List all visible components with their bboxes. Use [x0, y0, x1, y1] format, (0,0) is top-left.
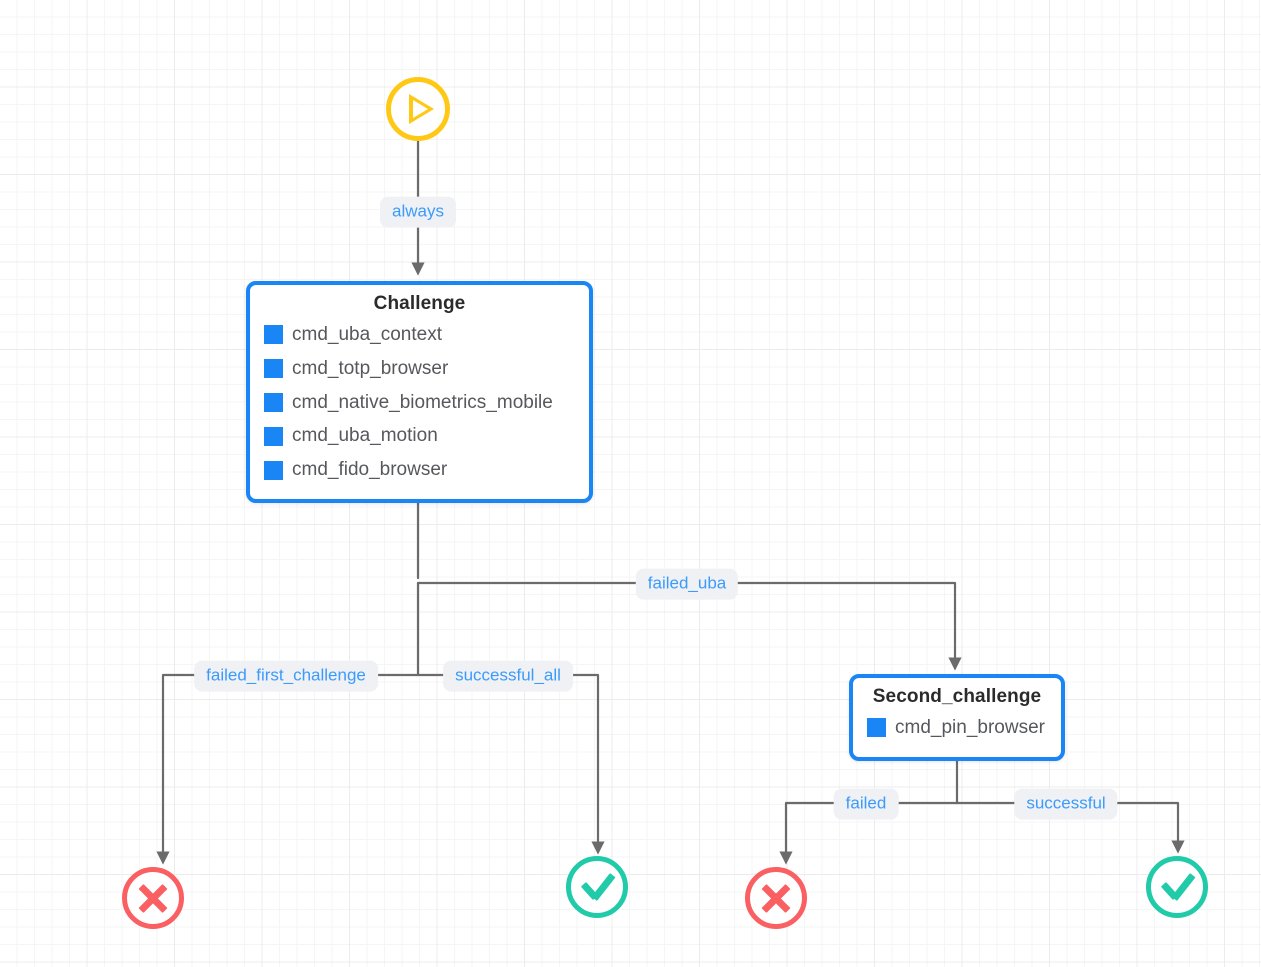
edge-label-always[interactable]: always: [380, 196, 456, 228]
node-challenge-item-label: cmd_uba_motion: [292, 425, 438, 447]
node-challenge-title: Challenge: [373, 293, 466, 314]
node-challenge-item-label: cmd_uba_context: [292, 324, 442, 345]
circle-x-icon: [137, 882, 169, 914]
node-challenge-item-4[interactable]: cmd_fido_browser: [264, 453, 575, 487]
node-challenge-item-label: cmd_native_biometrics_mobile: [292, 391, 553, 413]
node-second-challenge-item-0[interactable]: cmd_pin_browser: [867, 711, 1047, 745]
edge-label-failed-uba[interactable]: failed_uba: [635, 568, 739, 600]
start-node[interactable]: [386, 77, 450, 141]
edge-label-failed[interactable]: failed: [833, 788, 899, 820]
node-challenge-item-3[interactable]: cmd_uba_motion: [264, 419, 575, 453]
command-swatch-icon: [264, 460, 283, 480]
play-icon-inner: [412, 100, 428, 118]
success-terminal-all[interactable]: [566, 856, 628, 918]
node-challenge-item-1[interactable]: cmd_totp_browser: [264, 352, 575, 386]
failure-terminal-first-challenge[interactable]: [122, 867, 184, 929]
node-second-challenge-item-label: cmd_pin_browser: [895, 717, 1045, 738]
command-swatch-icon: [264, 426, 283, 446]
circle-check-icon: [1160, 870, 1196, 904]
circle-x-icon: [760, 882, 792, 914]
circle-check-icon: [580, 870, 616, 904]
edge-label-successful-all[interactable]: successful_all: [443, 660, 573, 692]
node-challenge-item-2[interactable]: cmd_native_biometrics_mobile: [264, 386, 575, 420]
command-swatch-icon: [264, 359, 283, 379]
command-swatch-icon: [867, 718, 886, 738]
node-challenge-item-label: cmd_totp_browser: [292, 357, 449, 379]
edge-successful-all: [416, 673, 605, 855]
success-terminal-second-challenge[interactable]: [1146, 856, 1208, 918]
edge-failed-first-challenge: [156, 673, 420, 865]
node-challenge-item-label: cmd_fido_browser: [292, 459, 448, 481]
node-challenge[interactable]: Challenge cmd_uba_context cmd_totp_brows…: [246, 281, 593, 504]
edge-label-successful[interactable]: successful: [1014, 788, 1118, 820]
command-swatch-icon: [264, 325, 283, 345]
node-second-challenge[interactable]: Second_challenge cmd_pin_browser: [849, 674, 1065, 761]
node-challenge-item-0[interactable]: cmd_uba_context: [264, 318, 575, 352]
edge-label-failed-first-challenge[interactable]: failed_first_challenge: [194, 660, 378, 692]
node-second-challenge-title: Second_challenge: [872, 686, 1042, 707]
failure-terminal-second-challenge[interactable]: [745, 867, 807, 929]
command-swatch-icon: [264, 393, 283, 413]
